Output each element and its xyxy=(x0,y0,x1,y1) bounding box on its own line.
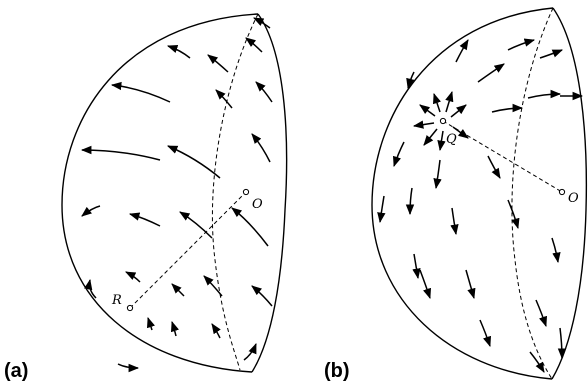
field-arrow xyxy=(450,104,467,118)
field-arrow xyxy=(203,275,223,297)
field-arrow xyxy=(125,271,141,283)
center-o-label-b: O xyxy=(568,191,579,206)
panel-label-a: (a) xyxy=(4,360,29,382)
center-o-b xyxy=(558,188,566,196)
field-arrow xyxy=(529,351,545,373)
field-arrow xyxy=(167,45,191,59)
hemisphere-outline-a xyxy=(61,13,259,373)
field-arrow xyxy=(251,285,273,307)
field-arrow xyxy=(405,187,415,216)
field-arrow xyxy=(419,104,436,117)
point-q-label: Q xyxy=(446,132,457,147)
field-arrow xyxy=(433,159,442,190)
field-arrow xyxy=(557,327,567,360)
field-arrow xyxy=(433,93,441,113)
field-arrow xyxy=(487,155,501,179)
field-arrow xyxy=(207,54,229,73)
field-arrow xyxy=(535,299,547,327)
field-arrow xyxy=(452,126,469,139)
field-arrow xyxy=(507,38,536,51)
field-arrow xyxy=(406,71,415,90)
center-o-a xyxy=(242,188,250,196)
field-arrow xyxy=(128,212,161,227)
field-arrow xyxy=(171,321,179,337)
field-arrow xyxy=(491,103,524,113)
field-arrow xyxy=(84,278,97,299)
radius-line-a xyxy=(129,191,247,309)
field-arrow xyxy=(507,199,520,230)
field-arrow xyxy=(437,130,446,152)
field-arrow xyxy=(147,317,155,331)
field-arrow xyxy=(377,195,386,224)
center-o-label-a: O xyxy=(252,197,263,212)
hemisphere-rim-a xyxy=(251,13,288,373)
field-arrow xyxy=(479,319,491,347)
field-arrow xyxy=(253,17,271,29)
field-arrow xyxy=(527,89,562,99)
field-arrow xyxy=(215,89,233,109)
field-arrow xyxy=(81,205,101,217)
field-arrow xyxy=(245,37,263,53)
field-arrow xyxy=(412,120,435,129)
field-arrow xyxy=(477,63,505,83)
hemisphere-outline-b xyxy=(371,7,554,380)
radius-line-b xyxy=(442,120,563,193)
panel-label-b: (b) xyxy=(324,360,350,382)
field-arrow xyxy=(412,253,421,280)
field-arrow xyxy=(171,283,185,297)
field-arrows-a xyxy=(80,17,273,373)
field-arrow xyxy=(465,269,476,300)
field-arrow xyxy=(393,141,405,167)
field-arrow xyxy=(251,133,271,163)
field-arrow xyxy=(243,343,257,361)
hemisphere-rim-b xyxy=(551,7,588,380)
field-arrow xyxy=(450,207,459,236)
point-q xyxy=(439,117,447,125)
field-arrow xyxy=(551,237,561,264)
field-arrow xyxy=(179,211,213,239)
field-arrow xyxy=(167,145,221,179)
field-arrow xyxy=(539,49,563,59)
field-arrow xyxy=(110,81,171,103)
panel-b-diagram: Q O xyxy=(371,7,588,380)
field-arrow xyxy=(455,39,469,63)
field-arrow xyxy=(80,145,161,161)
point-r xyxy=(126,304,134,312)
hidden-meridian-a xyxy=(211,13,259,371)
field-arrow xyxy=(231,207,269,247)
field-arrow xyxy=(419,269,431,299)
field-arrow xyxy=(445,90,454,113)
field-arrows-b xyxy=(377,38,584,373)
field-arrow xyxy=(117,363,140,373)
point-r-label: R xyxy=(111,293,122,308)
hidden-meridian-b xyxy=(511,7,554,380)
panel-a-diagram: R O xyxy=(61,13,288,373)
field-arrow xyxy=(423,128,438,146)
field-arrow xyxy=(211,323,221,339)
field-arrow xyxy=(255,81,273,103)
